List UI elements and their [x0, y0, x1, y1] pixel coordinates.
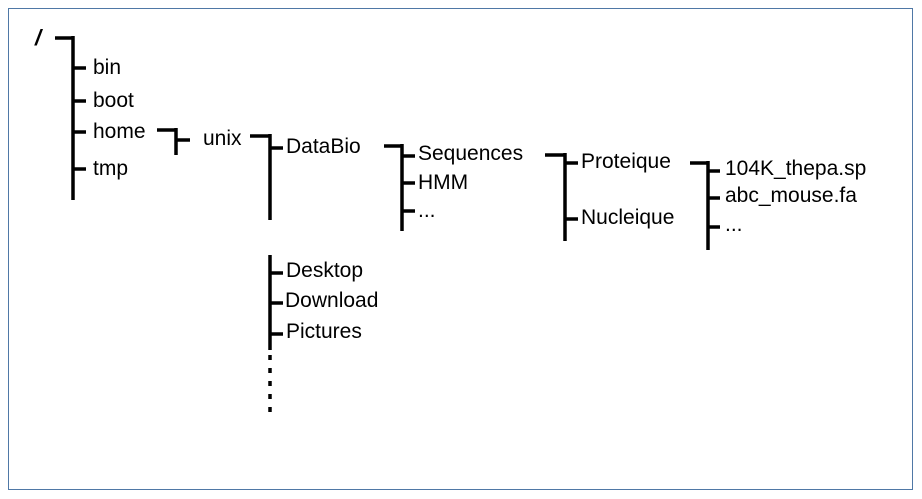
node-root: /: [34, 25, 44, 50]
node-proteique: Proteique: [581, 150, 671, 173]
node-databio-more: ...: [418, 199, 436, 222]
node-104k-thepa: 104K_thepa.sp: [725, 157, 866, 180]
node-boot: boot: [93, 89, 134, 112]
node-download: Download: [285, 289, 378, 312]
node-hmm: HMM: [418, 171, 468, 194]
node-pictures: Pictures: [286, 320, 362, 343]
node-tmp: tmp: [93, 157, 128, 180]
node-proteique-more: ...: [725, 213, 743, 236]
diagram-frame: [8, 8, 913, 490]
node-abc-mouse: abc_mouse.fa: [725, 184, 857, 207]
node-unix: unix: [203, 127, 242, 150]
node-bin: bin: [93, 56, 121, 79]
node-home: home: [93, 120, 146, 143]
node-databio: DataBio: [286, 135, 361, 158]
node-sequences: Sequences: [418, 142, 523, 165]
node-nucleique: Nucleique: [581, 206, 674, 229]
node-desktop: Desktop: [286, 259, 363, 282]
